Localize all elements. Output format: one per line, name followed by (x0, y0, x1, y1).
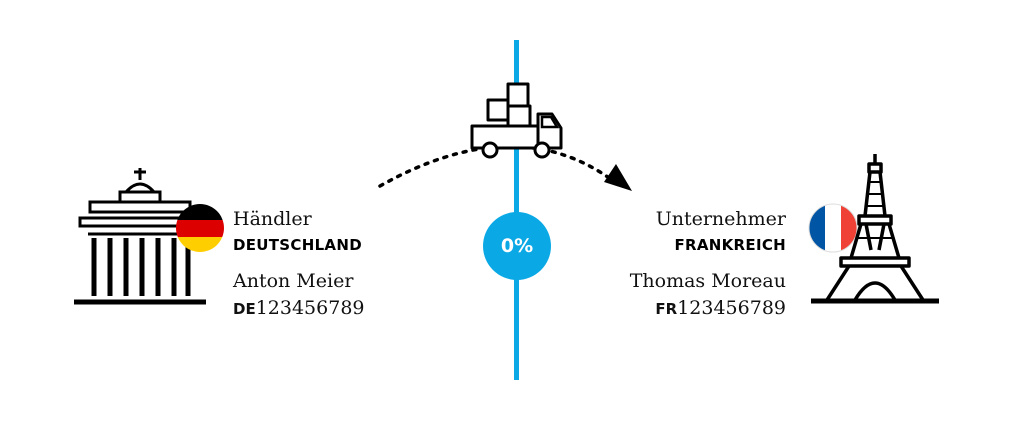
france-flag-icon (808, 203, 858, 253)
buyer-name: Thomas Moreau (629, 270, 786, 292)
buyer-vat-id: FR123456789 (655, 297, 786, 319)
eiffel-tower-icon (811, 154, 939, 304)
center-divider (514, 40, 519, 380)
seller-vat-id: DE123456789 (233, 297, 365, 319)
vat-rate-badge: 0% (483, 212, 551, 280)
seller-vat-prefix: DE (233, 300, 256, 318)
buyer-vat-number: 123456789 (677, 297, 786, 319)
seller-name: Anton Meier (233, 270, 354, 292)
brandenburg-gate-icon (74, 168, 206, 305)
buyer-role: Unternehmer (655, 208, 786, 230)
seller-country: DEUTSCHLAND (233, 236, 362, 254)
seller-role: Händler (233, 208, 312, 230)
buyer-vat-prefix: FR (655, 300, 678, 318)
seller-vat-number: 123456789 (255, 297, 365, 319)
germany-flag-icon (176, 204, 224, 252)
buyer-country: FRANKREICH (674, 236, 786, 254)
delivery-truck-icon (470, 82, 563, 159)
